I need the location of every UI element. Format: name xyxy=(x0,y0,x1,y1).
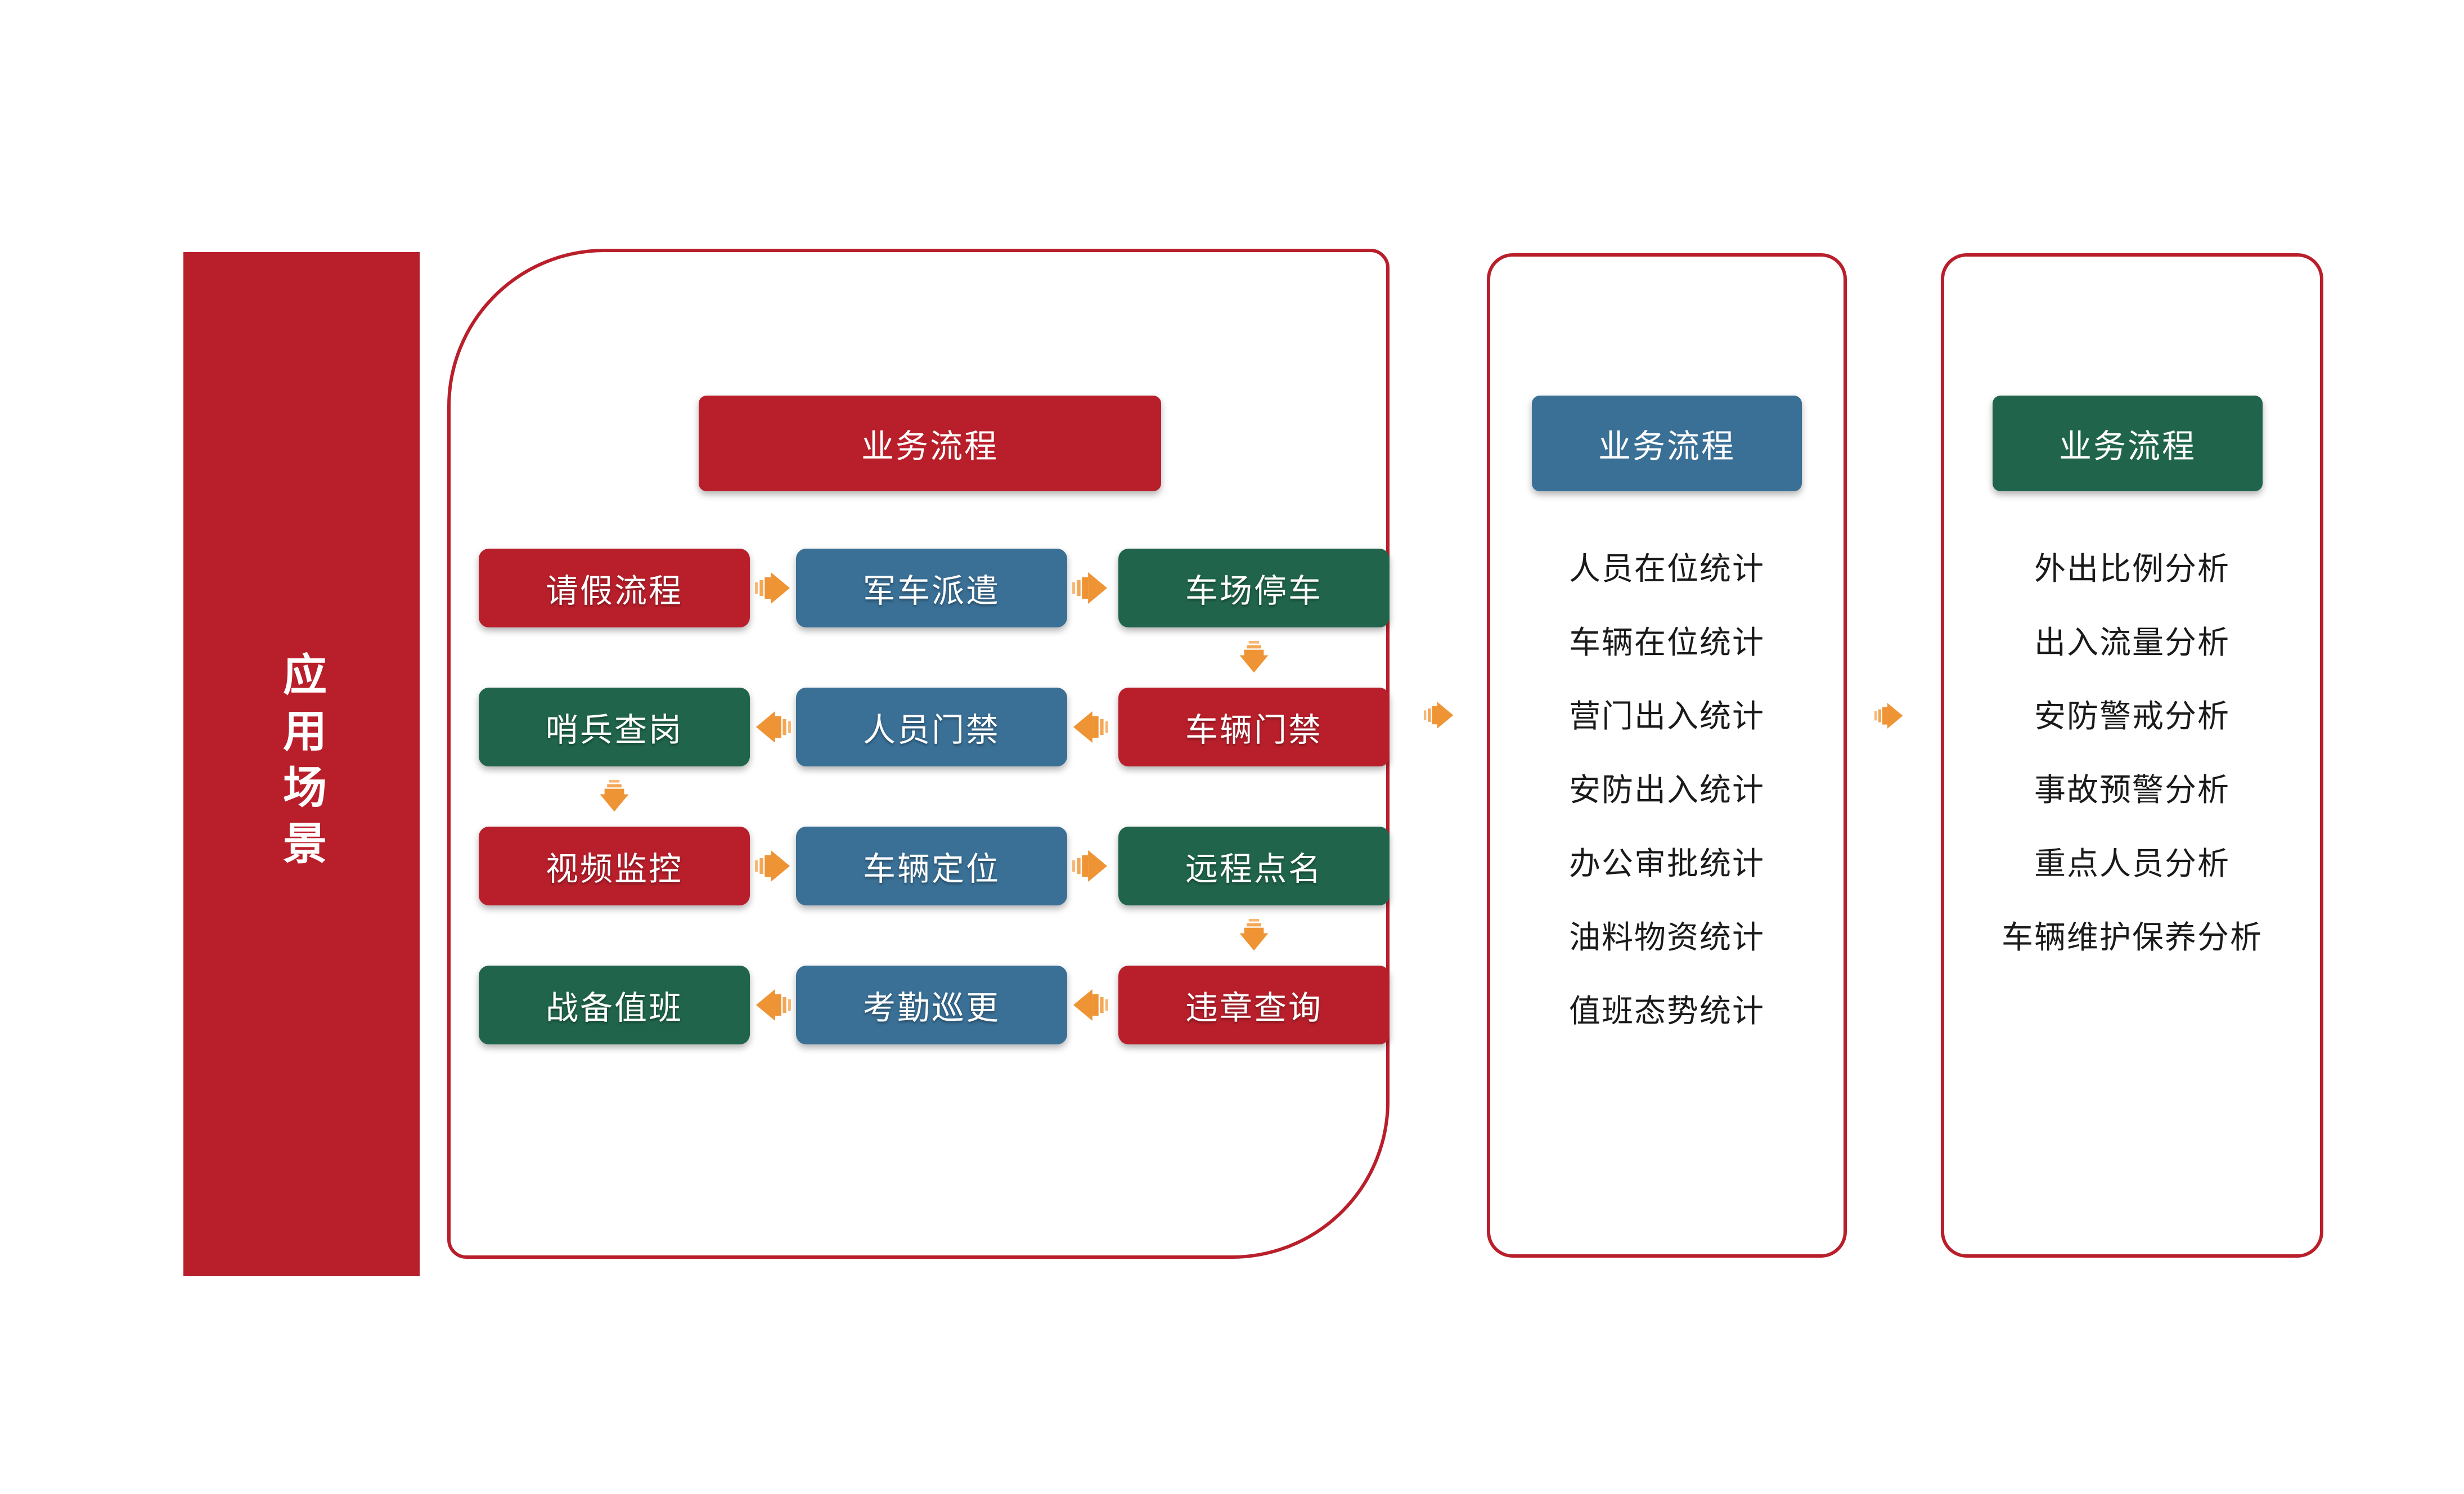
flow-arrow-left-icon xyxy=(1072,986,1108,1024)
list-item: 车辆维护保养分析 xyxy=(2002,919,2263,955)
list-item: 营门出入统计 xyxy=(1569,698,1765,734)
flow-box-cheliangmenjin: 车辆门禁 xyxy=(1118,688,1390,766)
flow-arrow-right-icon xyxy=(1072,569,1108,607)
flow-box-shipinjiankong: 视频监控 xyxy=(479,827,750,905)
analysis-list: 外出比例分析 出入流量分析 安防警戒分析 事故预警分析 重点人员分析 车辆维护保… xyxy=(1941,530,2323,972)
left-category-bar: 应用场景 xyxy=(183,252,420,1276)
flow-arrow-down-icon xyxy=(1238,910,1270,960)
stats-list: 人员在位统计 车辆在位统计 营门出入统计 安防出入统计 办公审批统计 油料物资统… xyxy=(1487,530,1847,1046)
list-item: 重点人员分析 xyxy=(2034,846,2230,881)
flow-box-juncepaiqian: 军车派遣 xyxy=(796,549,1067,627)
flow-arrow-right-icon xyxy=(755,847,791,885)
flow-arrow-right-icon xyxy=(1072,847,1108,885)
list-item: 人员在位统计 xyxy=(1569,551,1765,586)
flow-arrow-left-icon xyxy=(1072,708,1108,746)
flow-box-shaobingchagang: 哨兵查岗 xyxy=(479,688,750,766)
analysis-panel-header: 业务流程 xyxy=(1993,396,2263,491)
panel-link-arrow-icon xyxy=(1872,701,1906,730)
flow-box-kaoqinxungeng: 考勤巡更 xyxy=(796,966,1067,1044)
flow-box-chechangtingche: 车场停车 xyxy=(1118,549,1390,627)
panel-link-arrow-icon xyxy=(1422,700,1456,730)
flow-box-weizhangchaxun: 违章查询 xyxy=(1118,966,1390,1044)
left-category-label: 应用场景 xyxy=(277,652,326,877)
list-item: 出入流量分析 xyxy=(2034,625,2230,660)
list-item: 值班态势统计 xyxy=(1569,993,1765,1029)
flow-arrow-right-icon xyxy=(755,569,791,607)
flow-box-cheliangdingwei: 车辆定位 xyxy=(796,827,1067,905)
flow-panel-header: 业务流程 xyxy=(699,396,1161,491)
flow-arrow-left-icon xyxy=(755,708,791,746)
flow-box-yuanchengdianming: 远程点名 xyxy=(1118,827,1390,905)
list-item: 车辆在位统计 xyxy=(1569,625,1765,660)
list-item: 办公审批统计 xyxy=(1569,846,1765,881)
flow-box-qingjialiucheng: 请假流程 xyxy=(479,549,750,627)
list-item: 安防警戒分析 xyxy=(2034,698,2230,734)
list-item: 安防出入统计 xyxy=(1569,772,1765,807)
flow-arrow-down-icon xyxy=(598,771,631,821)
list-item: 事故预警分析 xyxy=(2034,772,2230,807)
stats-panel-header: 业务流程 xyxy=(1532,396,1802,491)
list-item: 外出比例分析 xyxy=(2034,551,2230,586)
flow-arrow-left-icon xyxy=(755,986,791,1024)
flow-box-zhanbeizhiban: 战备值班 xyxy=(479,966,750,1044)
flow-box-renyuanmenjin: 人员门禁 xyxy=(796,688,1067,766)
flow-arrow-down-icon xyxy=(1238,632,1270,682)
list-item: 油料物资统计 xyxy=(1569,919,1765,955)
